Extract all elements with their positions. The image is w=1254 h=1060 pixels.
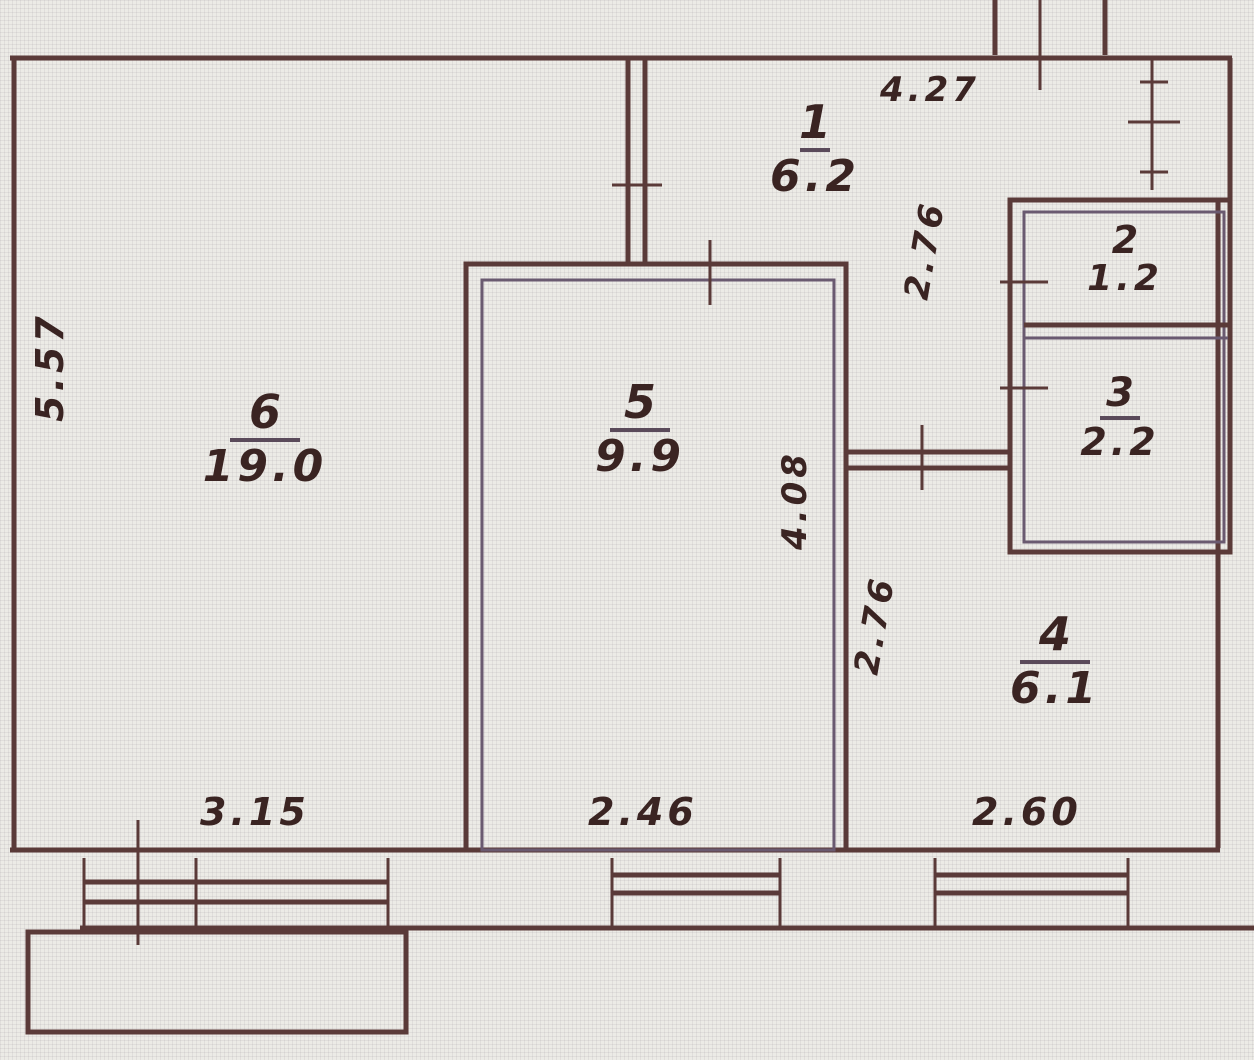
room-number: 1 [798, 95, 831, 149]
dimension-room6-height: 5.57 [28, 312, 72, 422]
room-1-label: 1 6.2 [765, 98, 865, 200]
fraction-bar [610, 428, 670, 432]
room-area: 6.2 [770, 151, 860, 202]
room-4-label: 4 6.1 [1000, 610, 1110, 712]
room-area: 19.0 [202, 441, 328, 492]
fraction-bar [1100, 416, 1140, 420]
room-3-label: 3 2.2 [1070, 372, 1170, 462]
dimension-room4-width: 2.60 [972, 790, 1082, 834]
room-number: 3 [1106, 370, 1134, 416]
room-number: 5 [623, 375, 656, 429]
room-area: 2.2 [1080, 420, 1160, 464]
dimension-room6-width: 3.15 [200, 790, 310, 834]
room-2-label: 2 1.2 [1080, 220, 1170, 298]
room-number: 6 [248, 385, 281, 439]
room-number: 4 [1038, 607, 1071, 661]
room-5-label: 5 9.9 [580, 378, 700, 480]
room-area: 6.1 [1010, 663, 1100, 714]
dimension-room5-width: 2.46 [588, 790, 698, 834]
dimension-room1-top: 4.27 [880, 70, 980, 110]
room-area: 9.9 [595, 431, 685, 482]
room-number: 2 [1111, 218, 1139, 262]
fraction-bar [1020, 660, 1090, 664]
room-area: 1.2 [1087, 258, 1163, 299]
dimension-room5-height: 4.08 [775, 450, 815, 550]
fraction-bar [230, 438, 300, 442]
fraction-bar [800, 148, 830, 152]
room-6-label: 6 19.0 [190, 388, 340, 490]
